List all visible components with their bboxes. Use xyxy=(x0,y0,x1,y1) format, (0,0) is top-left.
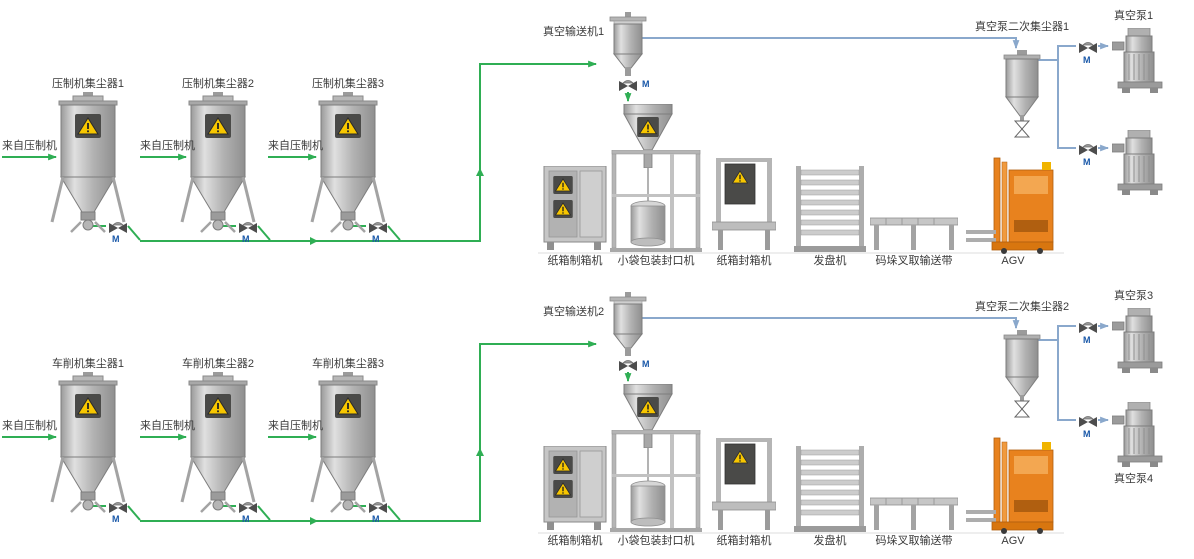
valve-m-pump-2[interactable] xyxy=(1078,144,1098,156)
valve-m-collector-5[interactable] xyxy=(238,502,258,514)
machine-label-palletizer-conveyor-2: 码垛叉取输送带 xyxy=(875,535,953,547)
secondary-collector-2[interactable] xyxy=(1003,330,1041,418)
dust-collector-6[interactable] xyxy=(312,372,384,512)
valve-m-text-2: M xyxy=(242,234,250,244)
machine-label-carton-sealer-2: 纸箱封箱机 xyxy=(716,535,772,547)
agv-2[interactable] xyxy=(966,437,1054,534)
agv-1[interactable] xyxy=(966,157,1054,254)
valve-m-collector-4[interactable] xyxy=(108,502,128,514)
vacuum-pump-2[interactable] xyxy=(1112,130,1163,196)
vacuum-pump-3[interactable] xyxy=(1112,308,1163,374)
valve-m-text-3: M xyxy=(372,234,380,244)
valve-m-collector-3[interactable] xyxy=(368,222,388,234)
carton-maker-machine-1[interactable] xyxy=(544,166,606,250)
inlet-label-1: 来自压制机 xyxy=(2,140,57,152)
machine-label-carton-maker-2: 纸箱制箱机 xyxy=(547,535,603,547)
valve-m-pump-1[interactable] xyxy=(1078,42,1098,54)
secondary-collector-1[interactable] xyxy=(1003,50,1041,138)
vacuum-pump-1-label: 真空泵1 xyxy=(1114,10,1154,22)
vacuum-conveyor-2-label: 真空输送机2 xyxy=(543,306,605,318)
valve-m-collector-2[interactable] xyxy=(238,222,258,234)
equipment-row2 xyxy=(52,292,1163,534)
machine-label-bag-sealer-2: 小袋包装封口机 xyxy=(617,535,695,547)
dust-collector-5[interactable] xyxy=(182,372,254,512)
vacuum-pump-4[interactable] xyxy=(1112,402,1163,468)
secondary-collector-2-label: 真空泵二次集尘器2 xyxy=(975,301,1070,313)
valve-m-text-1: M xyxy=(112,234,120,244)
valve-m-text-pump-3: M xyxy=(1083,335,1091,345)
dust-collector-4-label: 车削机集尘器1 xyxy=(51,358,125,370)
dust-collector-1-label: 压制机集尘器1 xyxy=(51,78,125,90)
vacuum-conveyor-2[interactable] xyxy=(609,292,647,356)
bag-sealer-machine-2[interactable] xyxy=(610,430,702,533)
valve-m-text-conveyor-1: M xyxy=(642,79,650,89)
carton-maker-machine-2[interactable] xyxy=(544,446,606,530)
dust-collector-3[interactable] xyxy=(312,92,384,232)
tray-dispenser-machine-1[interactable] xyxy=(794,166,866,252)
inlet-label-6: 来自压制机 xyxy=(268,420,323,432)
vacuum-conveyor-1[interactable] xyxy=(609,12,647,76)
valve-m-text-pump-2: M xyxy=(1083,157,1091,167)
floor-line xyxy=(538,252,1064,534)
valve-m-text-5: M xyxy=(242,514,250,524)
machine-label-agv-2: AGV xyxy=(1001,535,1025,547)
bagging-hopper-1[interactable] xyxy=(624,104,672,168)
valve-m-text-4: M xyxy=(112,514,120,524)
vacuum-pump-1[interactable] xyxy=(1112,28,1163,94)
valve-m-text-conveyor-2: M xyxy=(642,359,650,369)
valve-m-collector-6[interactable] xyxy=(368,502,388,514)
valve-m-pump-3[interactable] xyxy=(1078,322,1098,334)
machine-label-palletizer-conveyor-1: 码垛叉取输送带 xyxy=(875,255,953,267)
vacuum-pump-4-label: 真空泵4 xyxy=(1114,473,1154,485)
blue-pipe-row1 xyxy=(641,37,1110,152)
dust-collector-3-label: 压制机集尘器3 xyxy=(311,78,385,90)
valve-m-conveyor-2[interactable] xyxy=(618,360,638,372)
machine-label-tray-dispenser-2: 发盘机 xyxy=(813,535,847,547)
bag-sealer-machine-1[interactable] xyxy=(610,150,702,253)
dust-collector-2-label: 压制机集尘器2 xyxy=(181,78,255,90)
machine-label-carton-sealer-1: 纸箱封箱机 xyxy=(716,255,772,267)
green-pipe-arrows-row1 xyxy=(310,168,484,245)
carton-sealer-machine-2[interactable] xyxy=(712,438,776,530)
machine-label-bag-sealer-1: 小袋包装封口机 xyxy=(617,255,695,267)
equipment-row1 xyxy=(52,12,1163,254)
dust-collector-4[interactable] xyxy=(52,372,124,512)
vacuum-pump-3-label: 真空泵3 xyxy=(1114,290,1154,302)
inlet-label-5: 来自压制机 xyxy=(140,420,195,432)
carton-sealer-machine-1[interactable] xyxy=(712,158,776,250)
palletizer-conveyor-1[interactable] xyxy=(870,217,958,251)
green-pipe-arrows-row2 xyxy=(310,448,484,525)
dust-collector-1[interactable] xyxy=(52,92,124,232)
vacuum-conveyor-1-label: 真空输送机1 xyxy=(543,26,605,38)
machine-label-carton-maker-1: 纸箱制箱机 xyxy=(547,255,603,267)
palletizer-conveyor-2[interactable] xyxy=(870,497,958,531)
valve-m-text-pump-1: M xyxy=(1083,55,1091,65)
blue-pipe-row2 xyxy=(641,317,1110,424)
dust-collector-6-label: 车削机集尘器3 xyxy=(311,358,385,370)
dust-collector-2[interactable] xyxy=(182,92,254,232)
inlet-label-4: 来自压制机 xyxy=(2,420,57,432)
valve-m-conveyor-1[interactable] xyxy=(618,80,638,92)
dust-collector-5-label: 车削机集尘器2 xyxy=(181,358,255,370)
machine-label-agv-1: AGV xyxy=(1001,255,1025,267)
valve-m-collector-1[interactable] xyxy=(108,222,128,234)
valve-m-text-6: M xyxy=(372,514,380,524)
inlet-label-2: 来自压制机 xyxy=(140,140,195,152)
inlet-label-3: 来自压制机 xyxy=(268,140,323,152)
valve-m-pump-4[interactable] xyxy=(1078,416,1098,428)
valve-m-text-pump-4: M xyxy=(1083,429,1091,439)
tray-dispenser-machine-2[interactable] xyxy=(794,446,866,532)
bagging-hopper-2[interactable] xyxy=(624,384,672,448)
secondary-collector-1-label: 真空泵二次集尘器1 xyxy=(975,21,1070,33)
machine-label-tray-dispenser-1: 发盘机 xyxy=(813,255,847,267)
